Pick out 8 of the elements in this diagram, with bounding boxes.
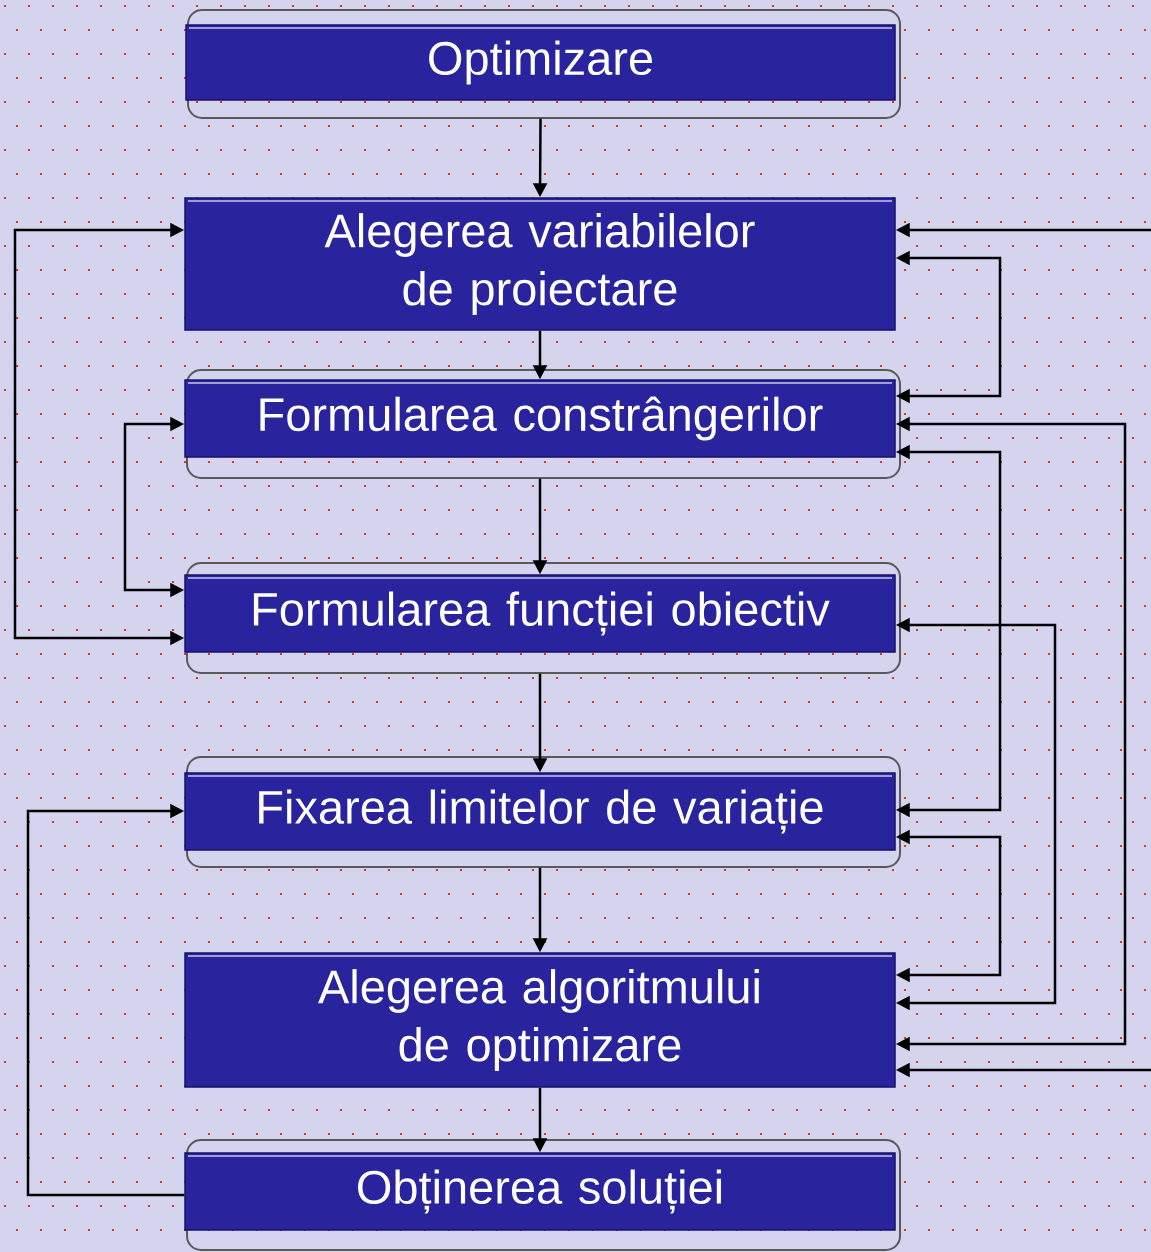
process-box: Formularea funcției obiectiv — [184, 562, 901, 674]
process-box: Formularea constrângerilor — [184, 369, 901, 479]
process-box: Optimizare — [185, 9, 901, 119]
arrow — [26, 803, 185, 1197]
process-box: Alegerea algoritmului de optimizare — [184, 952, 896, 1088]
process-box: Fixarea limitelor de variație — [184, 756, 901, 868]
process-box: Obținerea soluției — [184, 1139, 901, 1251]
process-box: Alegerea variabilelor de proiectare — [184, 197, 896, 331]
